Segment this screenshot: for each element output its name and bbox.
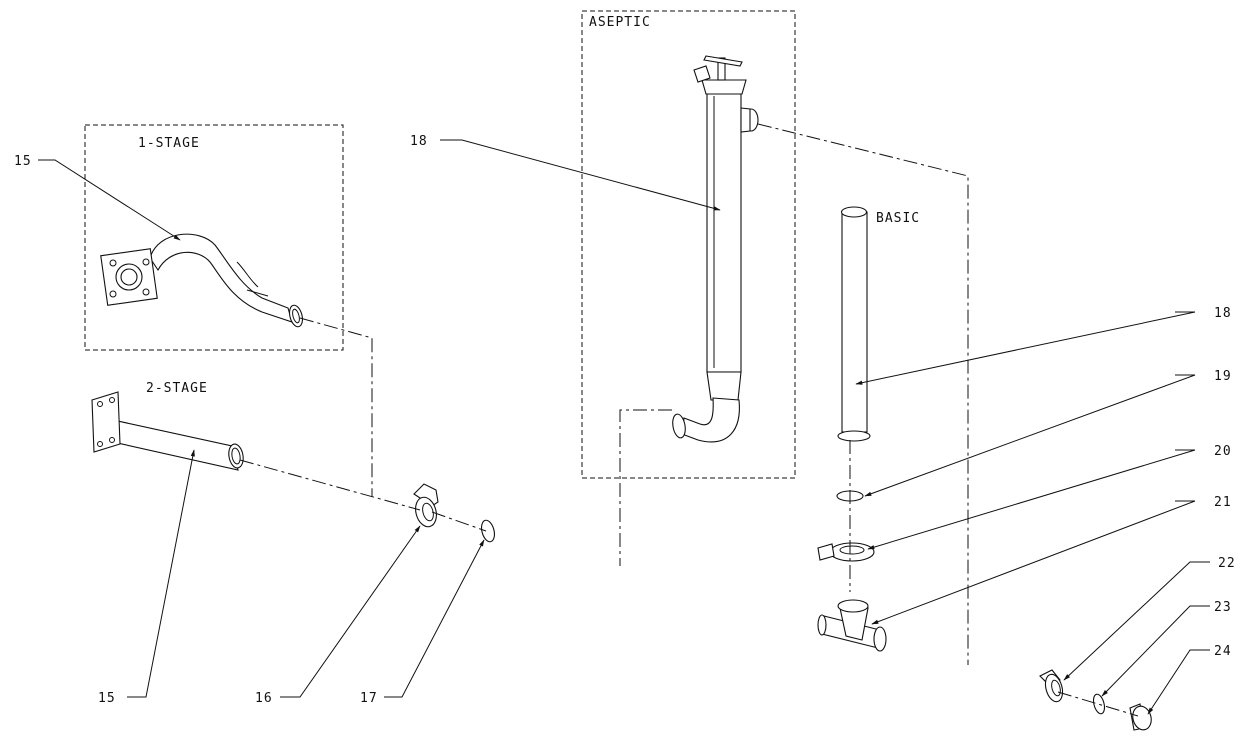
callout-17: 17 [360,691,378,706]
callout-24: 24 [1214,644,1232,659]
callout-18-basic: 18 [1214,306,1232,321]
aseptic-box [581,10,796,479]
one-stage-box [84,124,344,351]
part-15-two-stage-pipe [91,391,244,471]
part-18-basic-column [837,206,871,442]
callout-22: 22 [1218,556,1236,571]
part-23-o-ring [1092,693,1106,715]
callout-18-aseptic: 18 [410,134,428,149]
part-15-one-stage-pipe [100,233,304,328]
two-stage-label: 2-STAGE [146,381,208,396]
callout-19: 19 [1214,369,1232,384]
callout-16: 16 [255,691,273,706]
aseptic-label: ASEPTIC [589,15,651,30]
part-18-aseptic-column [672,55,759,443]
callout-20: 20 [1214,444,1232,459]
callout-21: 21 [1214,495,1232,510]
callout-15-bottom: 15 [98,691,116,706]
basic-label: BASIC [876,211,920,226]
part-17-o-ring [480,519,496,543]
assembly-centerlines [239,123,1139,717]
leader-lines [38,139,1210,715]
one-stage-label: 1-STAGE [138,136,200,151]
callout-15-top: 15 [14,154,32,169]
part-16-clamp [413,483,439,528]
callout-23: 23 [1214,600,1232,615]
part-21-tee [817,599,887,652]
part-22-clamp [1039,669,1064,703]
part-20-clamp [817,542,875,562]
part-24-end-cap [1129,703,1152,731]
